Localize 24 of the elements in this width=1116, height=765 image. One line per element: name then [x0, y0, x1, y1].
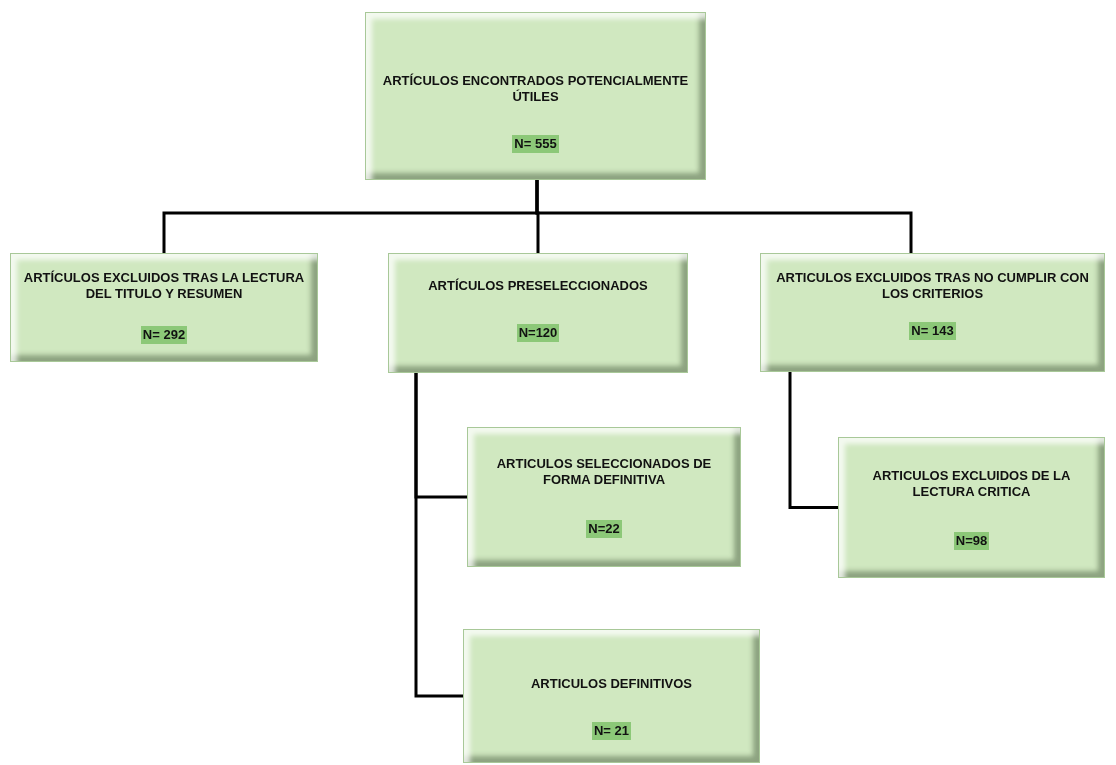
- process-box: [760, 253, 1105, 372]
- box-heading: ARTICULOS SELECCIONADOS DE FORMA DEFINITIVA: [495, 456, 713, 488]
- connector-line: [535, 180, 913, 253]
- box-heading: ARTÍCULOS PRESELECCIONADOS: [428, 278, 648, 294]
- count-label: N= 555: [512, 135, 559, 153]
- process-box: [463, 629, 760, 763]
- process-box: [365, 12, 706, 180]
- box-heading: ARTICULOS EXCLUIDOS DE LA LECTURA CRITICA: [871, 468, 1072, 500]
- process-box: [467, 427, 741, 567]
- box-heading: ARTICULOS DEFINITIVOS: [530, 676, 693, 692]
- count-label: N= 21: [591, 722, 632, 740]
- count-label: N= 143: [909, 322, 956, 340]
- count-label: N= 292: [140, 326, 188, 344]
- connector-line: [788, 372, 838, 509]
- box-heading: ARTÍCULOS EXCLUIDOS TRAS LA LECTURA DEL TITULO Y RESUMEN: [22, 270, 306, 302]
- box-heading: ARTICULOS EXCLUIDOS TRAS NO CUMPLIR CON LOS CRITERIOS: [775, 270, 1090, 302]
- count-label: N=120: [516, 324, 560, 342]
- process-box: [388, 253, 688, 373]
- process-box: [838, 437, 1105, 578]
- count-label: N=22: [586, 520, 622, 538]
- connector-line: [414, 373, 463, 698]
- count-label: N=98: [953, 532, 990, 550]
- process-box: [10, 253, 318, 362]
- box-heading: ARTÍCULOS ENCONTRADOS POTENCIALMENTE ÚTILES: [381, 73, 690, 105]
